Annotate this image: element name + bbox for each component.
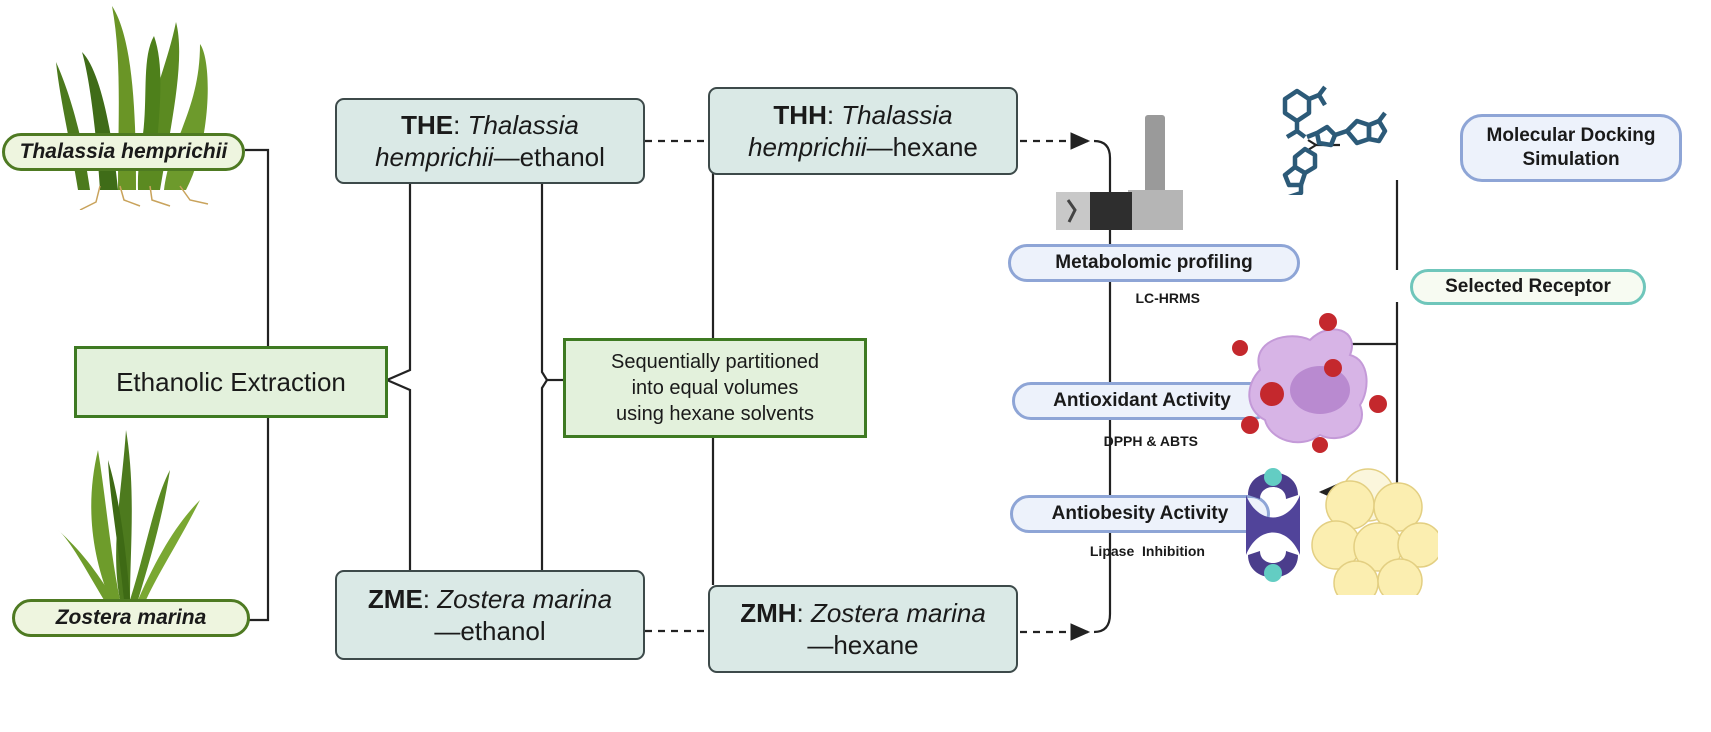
fraction-thh-solvent: —hexane — [866, 132, 978, 162]
docking-line-2: Simulation — [1522, 149, 1620, 170]
fraction-the-genus: Thalassia — [467, 110, 579, 140]
partition-line-2: into equal volumes — [631, 377, 799, 399]
antiobesity-activity-box[interactable]: Antiobesity Activity — [1010, 495, 1270, 533]
fraction-the-box[interactable]: THE: Thalassia hemprichii—ethanol — [335, 98, 645, 184]
antioxidant-method-label: DPPH & ABTS — [1103, 433, 1198, 449]
selected-receptor-box[interactable]: Selected Receptor — [1410, 269, 1646, 305]
partition-box[interactable]: Sequentially partitioned into equal volu… — [563, 338, 867, 438]
ethanolic-extraction-box[interactable]: Ethanolic Extraction — [74, 346, 388, 418]
fraction-thh-box[interactable]: THH: Thalassia hemprichii—hexane — [708, 87, 1018, 175]
molecules-icon — [1282, 85, 1388, 195]
antioxidant-activity-box[interactable]: Antioxidant Activity — [1012, 382, 1272, 420]
partition-bracket — [540, 166, 549, 572]
molecular-docking-box[interactable]: Molecular Docking Simulation — [1460, 114, 1682, 182]
fraction-thh-epithet: hemprichii — [748, 132, 867, 162]
fraction-the-epithet: hemprichii — [375, 142, 494, 172]
extraction-bracket — [384, 166, 412, 572]
partition-line-3: using hexane solvents — [616, 403, 814, 425]
fraction-zmh-box[interactable]: ZMH: Zostera marina —hexane — [708, 585, 1018, 673]
fraction-zmh-species: Zostera marina — [810, 598, 986, 628]
species-label-thalassia[interactable]: Thalassia hemprichii — [2, 133, 245, 171]
fraction-zme-species: Zostera marina — [437, 584, 613, 614]
species-label-zostera[interactable]: Zostera marina — [12, 599, 250, 637]
fraction-zme-box[interactable]: ZME: Zostera marina —ethanol — [335, 570, 645, 660]
mass-spectrometer-icon — [1056, 115, 1183, 230]
fraction-zmh-solvent: —hexane — [807, 630, 919, 660]
fraction-the-solvent: —ethanol — [493, 142, 605, 172]
thalassia-seagrass-icon — [56, 6, 209, 210]
partition-line-1: Sequentially partitioned — [611, 351, 819, 373]
fraction-zmh-code: ZMH — [740, 598, 797, 628]
lipase-adipocyte-icon — [1246, 468, 1438, 595]
fraction-the-code: THE — [401, 110, 454, 140]
metabolomic-profiling-box[interactable]: Metabolomic profiling — [1008, 244, 1300, 282]
fraction-zme-code: ZME — [367, 584, 423, 614]
fraction-zme-solvent: —ethanol — [434, 616, 546, 646]
antiobesity-method-label: Lipase Inhibition — [1089, 543, 1205, 559]
metabolomic-method-label: LC-HRMS — [1135, 290, 1200, 306]
fraction-thh-code: THH — [773, 100, 827, 130]
docking-line-1: Molecular Docking — [1486, 125, 1656, 146]
fraction-thh-genus: Thalassia — [841, 100, 953, 130]
zostera-seagrass-icon — [58, 430, 200, 600]
cell-ros-icon — [1232, 313, 1387, 453]
